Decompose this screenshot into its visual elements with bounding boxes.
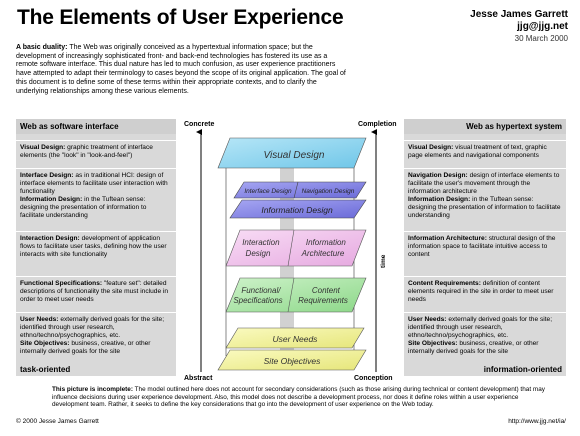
left-desc-visual-design: Visual Design: graphic treatment of inte… — [20, 144, 153, 159]
axis-label-abstract: Abstract — [184, 375, 213, 382]
right-desc-information-architecture: Information Architecture: structural des… — [408, 235, 556, 258]
label-content-requirements: Content Requirements — [298, 286, 348, 305]
copyright: © 2000 Jesse James Garrett — [16, 418, 99, 425]
label-site-objectives: Site Objectives — [264, 356, 321, 366]
label-information-architecture: Information Architecture — [301, 238, 348, 258]
label-design-line: Design — [246, 249, 271, 258]
plane-visual-design — [217, 137, 367, 169]
plane-information-design — [229, 199, 367, 219]
left-desc-interaction-design: Interaction Design: development of appli… — [20, 235, 167, 258]
plane-divider-interaction — [287, 229, 295, 267]
publish-date: 30 March 2000 — [514, 34, 568, 43]
source-url-link[interactable]: http://www.jjg.net/ia/ — [508, 418, 566, 425]
label-visual-design: Visual Design — [264, 150, 325, 161]
label-functional-line: Functional/ — [241, 286, 281, 295]
label-navigation-design: Navigation Design — [302, 188, 355, 195]
axis-label-conception: Conception — [354, 375, 393, 382]
plane-functional-content — [225, 277, 367, 313]
label-architecture-line: Architecture — [301, 249, 345, 258]
left-panel-software-interface: Web as software interface Visual Design:… — [16, 119, 176, 376]
plane-interface-navigation — [233, 181, 367, 199]
right-panel-heading: Web as hypertext system — [404, 119, 566, 134]
intro-paragraph: A basic duality: The Web was originally … — [16, 44, 346, 96]
author-name: Jesse James Garrett — [470, 9, 568, 20]
intro-lead: A basic duality: — [16, 44, 68, 51]
plane-divider-interface — [293, 181, 299, 199]
label-information-design: Information Design — [261, 205, 333, 215]
page-title: The Elements of User Experience — [17, 6, 344, 29]
plane-interaction-architecture — [225, 229, 367, 267]
time-axis-label: time — [380, 254, 387, 268]
left-desc-functional-specs: Functional Specifications: "feature set"… — [20, 280, 169, 303]
left-panel-heading: Web as software interface — [16, 119, 176, 134]
left-panel-footer: task-oriented — [20, 365, 71, 374]
plane-divider-functional — [287, 277, 295, 313]
left-desc-user-needs: User Needs: externally derived goals for… — [20, 316, 165, 355]
right-desc-user-needs: User Needs: externally derived goals for… — [408, 316, 553, 355]
plane-user-needs — [225, 327, 365, 349]
footer-lead: This picture is incomplete: — [52, 386, 133, 393]
label-information-line: Information — [306, 238, 347, 247]
plane-site-objectives — [217, 349, 367, 371]
right-panel-hypertext-system: Web as hypertext system Visual Design: v… — [404, 119, 566, 376]
right-panel-footer: information-oriented — [483, 365, 562, 374]
label-interface-design: Interface Design — [244, 188, 292, 195]
footer-note: This picture is incomplete: The model ou… — [52, 386, 552, 409]
label-functional-specifications: Functional/ Specifications — [233, 286, 282, 305]
label-user-needs: User Needs — [273, 334, 319, 344]
label-content-line: Content — [312, 286, 341, 295]
right-desc-content-requirements: Content Requirements: definition of cont… — [408, 280, 554, 303]
label-interaction-line: Interaction — [242, 238, 280, 247]
label-interaction-design: Interaction Design — [242, 238, 282, 258]
right-desc-navigation-information: Navigation Design: design of interface e… — [408, 172, 561, 219]
label-specifications-line: Specifications — [233, 296, 282, 305]
author-email[interactable]: jjg@jjg.net — [517, 21, 568, 32]
label-requirements-line: Requirements — [298, 296, 348, 305]
axis-label-concrete: Concrete — [184, 121, 214, 128]
right-desc-visual-design: Visual Design: visual treatment of text,… — [408, 144, 547, 159]
elements-plane-diagram: Concrete Completion Abstract Conception … — [184, 121, 397, 382]
footer-text: The model outlined here does not account… — [52, 386, 545, 409]
author-block: Jesse James Garrett jjg@jjg.net 30 March… — [470, 9, 568, 45]
left-desc-interface-information: Interface Design: as in traditional HCI:… — [20, 172, 168, 219]
intro-text: The Web was originally conceived as a hy… — [16, 44, 346, 95]
axis-label-completion: Completion — [358, 121, 397, 128]
